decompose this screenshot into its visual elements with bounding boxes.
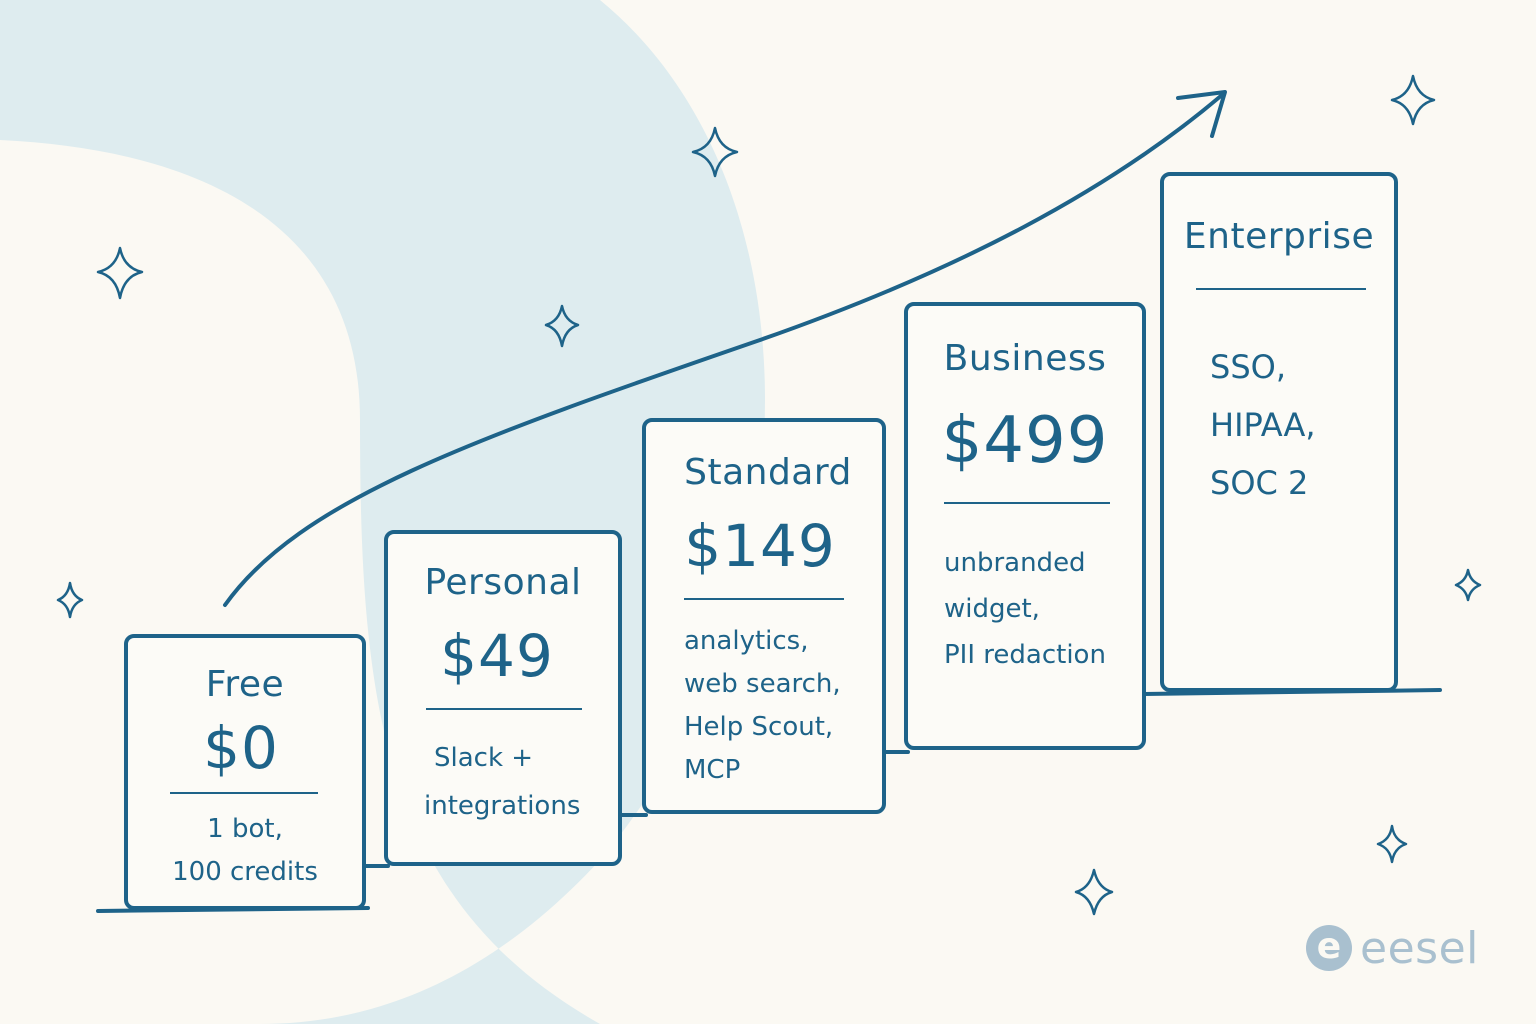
feature-line: 1 bot, <box>207 814 283 844</box>
feature-line: unbranded <box>944 548 1086 578</box>
feature-line: HIPAA, <box>1210 406 1316 444</box>
feature-line: Help Scout, <box>684 712 834 742</box>
logo-wordmark: eesel <box>1360 922 1479 974</box>
feature-line: analytics, <box>684 626 809 656</box>
tier-card-personal: Personal $49 Slack + integrations <box>384 530 622 866</box>
tier-card-enterprise: Enterprise SSO, HIPAA, SOC 2 <box>1160 172 1398 692</box>
tier-card-free: Free $0 1 bot, 100 credits <box>124 634 366 910</box>
tier-card-business: Business $499 unbranded widget, PII reda… <box>904 302 1146 750</box>
sparkle-icon <box>56 74 1482 916</box>
tier-price: $499 <box>941 404 1109 478</box>
tier-features: 1 bot, 100 credits <box>128 808 362 894</box>
feature-line: MCP <box>684 755 741 785</box>
tier-card-standard: Standard $149 analytics, web search, Hel… <box>642 418 886 814</box>
tier-name: Standard <box>684 452 852 493</box>
arrow-up-right-icon <box>223 90 1227 607</box>
tier-name: Enterprise <box>1183 216 1375 257</box>
tier-divider <box>426 708 582 710</box>
tier-features: unbranded widget, PII redaction <box>944 540 1106 678</box>
feature-line: Slack + <box>434 743 534 773</box>
feature-line: integrations <box>424 791 581 821</box>
tier-name: Personal <box>424 562 582 603</box>
feature-line: SSO, <box>1210 348 1286 386</box>
tier-divider <box>170 792 318 794</box>
tier-features: SSO, HIPAA, SOC 2 <box>1210 338 1316 512</box>
feature-line: 100 credits <box>172 857 318 887</box>
feature-line: web search, <box>684 669 841 699</box>
tier-price: $49 <box>440 622 554 690</box>
feature-line: SOC 2 <box>1210 464 1309 502</box>
tier-name: Business <box>943 338 1107 379</box>
eesel-logo: e eesel <box>1306 922 1479 974</box>
tier-price: $149 <box>684 512 836 580</box>
tier-features: analytics, web search, Help Scout, MCP <box>684 620 841 792</box>
tier-features: Slack + integrations <box>424 734 580 830</box>
tier-name: Free <box>205 664 285 705</box>
feature-line: widget, <box>944 594 1040 624</box>
logo-mark: e <box>1306 925 1352 971</box>
tier-price: $0 <box>203 714 279 782</box>
feature-line: PII redaction <box>944 640 1106 670</box>
tier-divider <box>944 502 1110 504</box>
tier-divider <box>684 598 844 600</box>
tier-divider <box>1196 288 1366 290</box>
